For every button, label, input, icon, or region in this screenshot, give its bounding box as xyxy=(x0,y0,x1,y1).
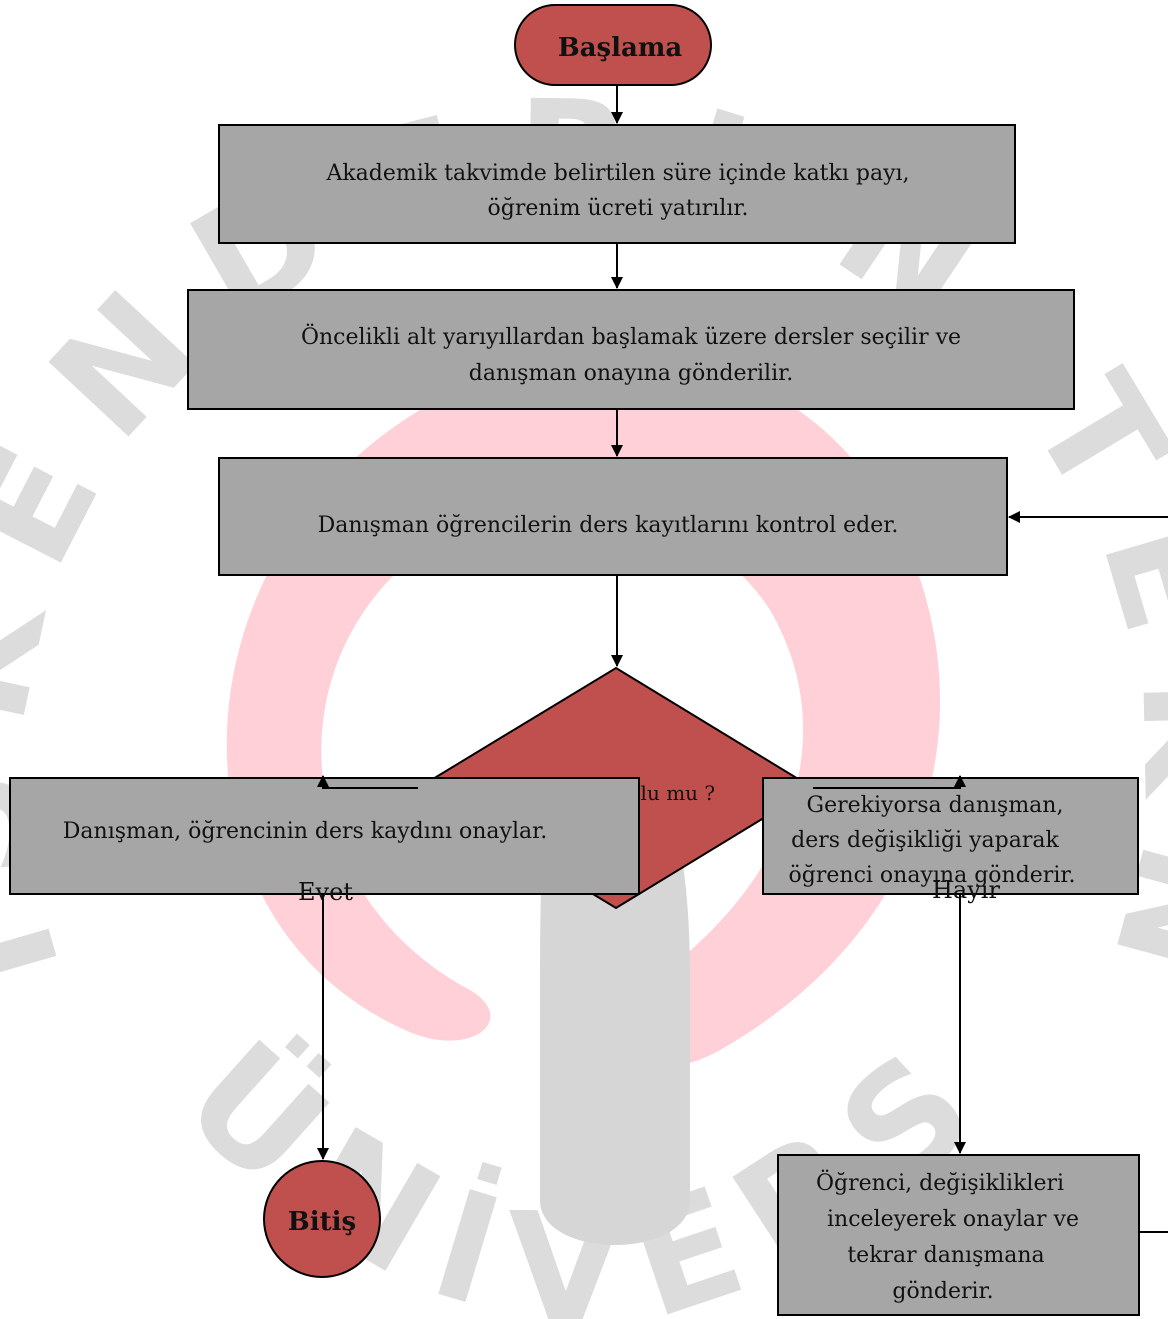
step-student-review: Öğrenci, değişiklikleri inceleyerek onay… xyxy=(777,1154,1140,1316)
no-label: Hayır xyxy=(932,876,1000,904)
yes-label: Evet xyxy=(298,878,353,906)
end-label: Bitiş xyxy=(288,1207,356,1237)
step-advisor-check-label: Danışman öğrencilerin ders kayıtlarını k… xyxy=(318,513,899,538)
step-approve-label: Danışman, öğrencinin ders kaydını onayla… xyxy=(63,819,547,844)
step-select-courses: Öncelikli alt yarıyıllardan başlamak üze… xyxy=(187,289,1075,410)
step-student-line1: Öğrenci, değişiklikleri xyxy=(816,1169,1064,1196)
step-pay-fee: Akademik takvimde belirtilen süre içinde… xyxy=(218,124,1016,244)
step-modify-line2: ders değişikliği yaparak xyxy=(791,828,1059,853)
step-modify-line3: öğrenci onayına gönderir. xyxy=(789,863,1076,888)
end-terminal: Bitiş xyxy=(263,1160,381,1278)
step-student-line2: inceleyerek onaylar ve xyxy=(827,1207,1079,1232)
step-modify-line1: Gerekiyorsa danışman, xyxy=(807,793,1064,818)
step-pay-fee-line1: Akademik takvimde belirtilen süre içinde… xyxy=(325,161,909,186)
step-select-courses-line2: danışman onayına gönderilir. xyxy=(469,361,793,386)
step-advisor-check: Danışman öğrencilerin ders kayıtlarını k… xyxy=(218,457,1008,576)
step-modify: Gerekiyorsa danışman, ders değişikliği y… xyxy=(762,777,1139,895)
edge-decision-yes xyxy=(317,775,418,789)
edge-decision-no xyxy=(813,775,966,789)
start-terminal: Başlama xyxy=(514,4,712,86)
start-label: Başlama xyxy=(558,33,683,63)
step-select-courses-line1: Öncelikli alt yarıyıllardan başlamak üze… xyxy=(301,323,961,350)
edges: Evet Hayır xyxy=(298,85,1168,1233)
step-student-line3: tekrar danışmana xyxy=(847,1243,1044,1268)
step-pay-fee-line2: öğrenim ücreti yatırılır. xyxy=(488,196,749,221)
step-student-line4: gönderir. xyxy=(892,1279,993,1304)
step-approve: Danışman, öğrencinin ders kaydını onayla… xyxy=(9,777,640,895)
